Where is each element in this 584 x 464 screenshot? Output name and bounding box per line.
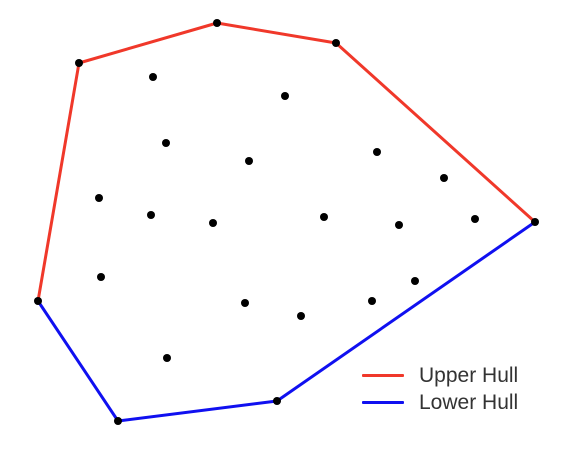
interior-point (149, 73, 157, 81)
hull-vertices (34, 19, 539, 425)
interior-point (97, 273, 105, 281)
interior-point (147, 211, 155, 219)
hull-vertex-upper-1 (75, 59, 83, 67)
interior-point (163, 354, 171, 362)
legend-swatch-upper-hull (362, 374, 404, 377)
upper-hull-edge (36, 21, 537, 303)
interior-point (411, 277, 419, 285)
interior-point (241, 299, 249, 307)
hull-vertex-top (213, 19, 221, 27)
hull-vertex-left-extreme (34, 297, 42, 305)
interior-point (281, 92, 289, 100)
interior-point (368, 297, 376, 305)
hull-vertex-lower-1 (273, 397, 281, 405)
legend-label-lower-hull: Lower Hull (419, 391, 519, 414)
interior-point (162, 139, 170, 147)
interior-point (297, 312, 305, 320)
interior-point (373, 148, 381, 156)
interior-point (209, 219, 217, 227)
interior-point (320, 213, 328, 221)
legend-swatch-lower-hull (362, 401, 404, 404)
interior-point (95, 194, 103, 202)
legend-item-lower-hull: Lower Hull (360, 389, 560, 416)
hull-vertex-bottom (114, 417, 122, 425)
interior-point (395, 221, 403, 229)
legend: Upper Hull Lower Hull (360, 362, 560, 416)
hull-vertex-right-extreme (531, 218, 539, 226)
interior-point (440, 174, 448, 182)
interior-point (471, 215, 479, 223)
interior-point (245, 157, 253, 165)
legend-label-upper-hull: Upper Hull (419, 364, 519, 387)
hull-vertex-upper-3 (332, 39, 340, 47)
legend-item-upper-hull: Upper Hull (360, 362, 560, 389)
interior-points (95, 73, 479, 362)
lower-hull-edge (36, 220, 537, 423)
